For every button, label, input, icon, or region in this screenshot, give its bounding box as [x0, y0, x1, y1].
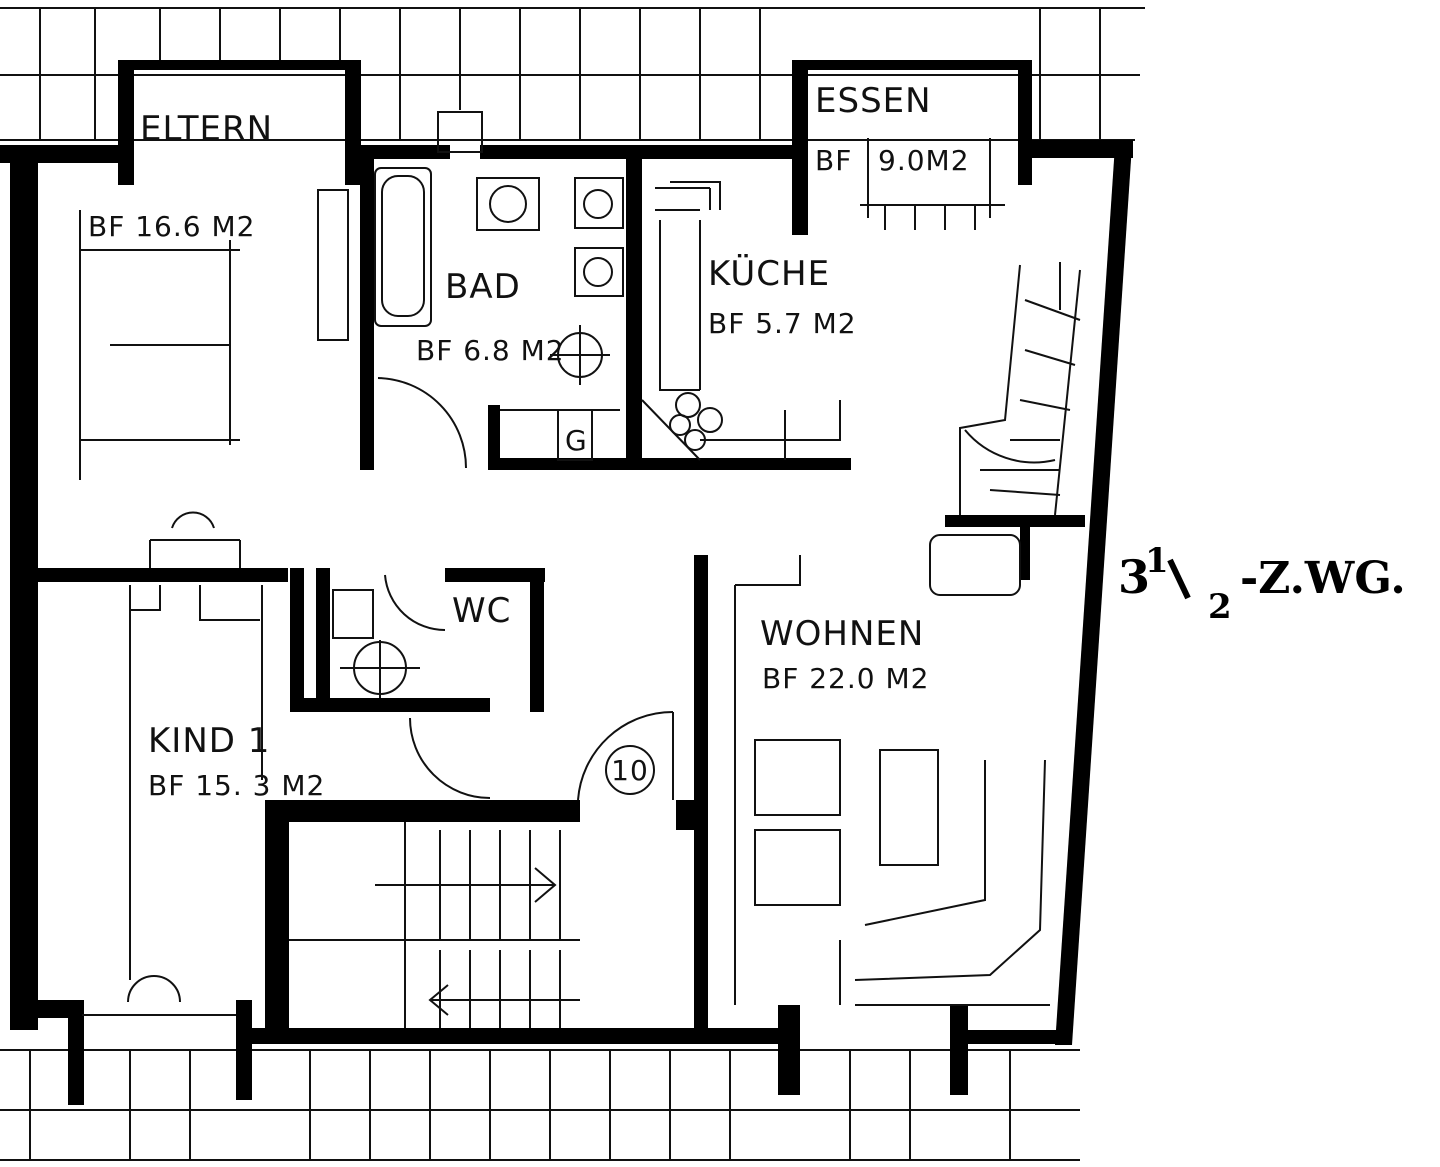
area-label-eltern: BF 16.6 M2 — [88, 210, 255, 243]
room-label-wc: WC — [452, 591, 511, 631]
room-label-kueche: KÜCHE — [708, 253, 830, 294]
room-label-wohnen: WOHNEN — [760, 614, 924, 654]
apartment-type-title: 3 1 2 -Z.WG. — [1118, 541, 1406, 627]
title-sub: 2 — [1208, 587, 1232, 627]
area-prefix-essen: BF — [815, 144, 852, 177]
roof-tiles-bottom — [0, 1049, 1080, 1161]
area-label-kind1: BF 15. 3 M2 — [148, 769, 325, 802]
area-label-kueche: BF 5.7 M2 — [708, 307, 857, 340]
title-sup: 1 — [1145, 541, 1169, 581]
title-main: 3 — [1118, 550, 1150, 604]
roof-tiles-top — [0, 7, 1145, 141]
walls — [0, 60, 1133, 1105]
title-suffix: -Z.WG. — [1240, 553, 1406, 604]
room-label-essen: ESSEN — [815, 81, 932, 121]
door-number: 10 — [611, 754, 649, 787]
cupboard-label: G — [565, 424, 588, 457]
room-label-kind1: KIND 1 — [148, 721, 270, 761]
door-number-circle — [605, 745, 655, 795]
area-label-essen: 9.0M2 — [878, 144, 970, 177]
area-label-wohnen: BF 22.0 M2 — [762, 662, 929, 695]
room-label-bad: BAD — [445, 267, 521, 307]
room-label-eltern: ELTERN — [140, 109, 273, 149]
area-label-bad: BF 6.8 M2 — [416, 334, 565, 367]
furniture-and-fixtures — [79, 111, 1081, 1028]
